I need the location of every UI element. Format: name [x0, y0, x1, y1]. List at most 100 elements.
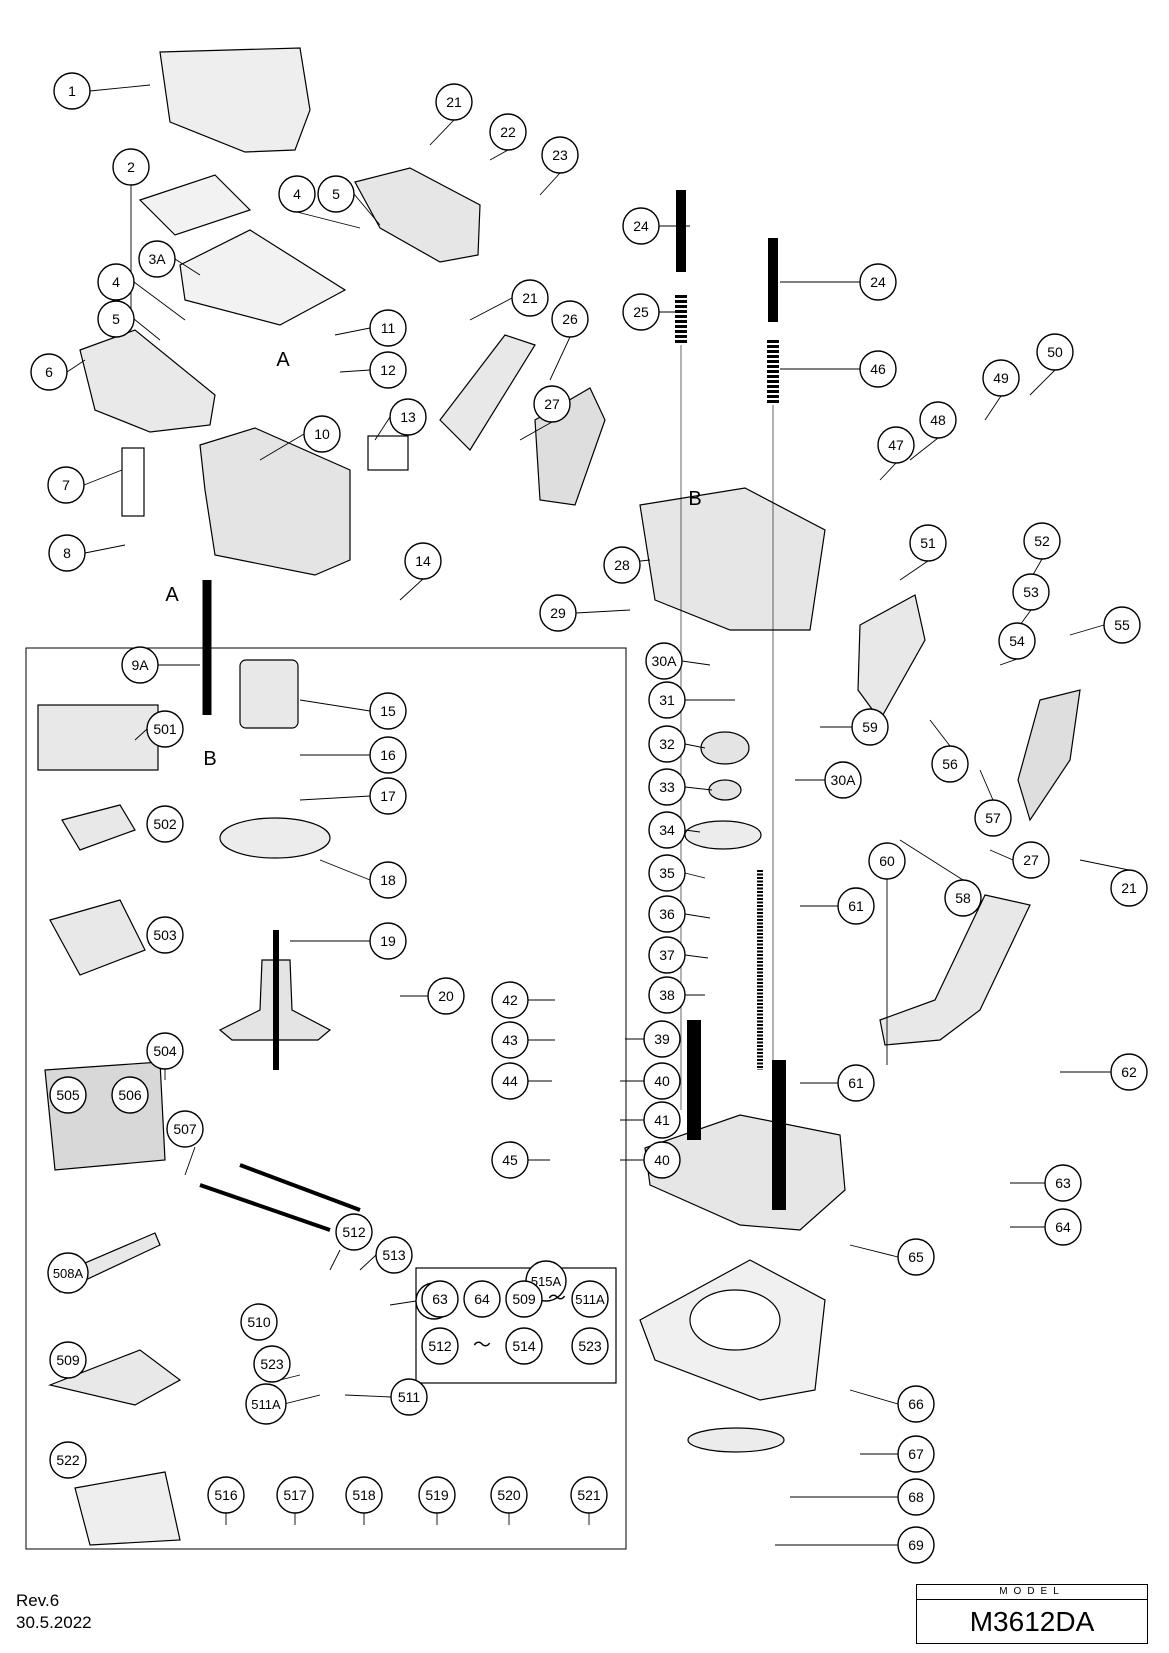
kit-part-number: 511A	[575, 1292, 605, 1307]
part-callout-40: 40	[643, 1062, 681, 1100]
part-callout-32: 32	[648, 725, 686, 763]
part-number: 2	[127, 159, 135, 175]
callout-circle	[603, 546, 641, 584]
callout-circle	[97, 300, 135, 338]
part-callout-67: 67	[897, 1435, 935, 1473]
kit-item-509: 509	[505, 1280, 543, 1318]
handle-right	[857, 594, 926, 722]
part-number: 16	[380, 747, 396, 763]
part-callout-57: 57	[974, 799, 1012, 837]
kit-circle	[571, 1327, 609, 1365]
callout-circle	[345, 1476, 383, 1514]
part-callout-27: 27	[533, 385, 571, 423]
part-number: 36	[659, 906, 675, 922]
part-callout-34: 34	[648, 811, 686, 849]
leader-line	[489, 149, 509, 161]
leader-lines	[66, 84, 1130, 1546]
part-callout-14: 14	[404, 542, 442, 580]
callout-circle	[491, 981, 529, 1019]
part-number: 52	[1034, 533, 1050, 549]
guide-bar	[199, 1163, 361, 1232]
leader-line	[539, 172, 561, 196]
leader-line	[469, 297, 513, 321]
part-callout-22: 22	[489, 113, 527, 151]
leader-line	[319, 859, 371, 881]
callout-circle	[622, 207, 660, 245]
terminal-block	[138, 174, 252, 236]
battery-adapter	[61, 804, 136, 851]
part-callout-520: 520	[490, 1476, 528, 1514]
part-callout-511A: 511A	[245, 1383, 287, 1425]
part-number: 5	[332, 186, 340, 202]
part-number: 6	[45, 364, 53, 380]
router-base	[644, 1114, 846, 1231]
part-number: 54	[1009, 633, 1025, 649]
part-number: 40	[654, 1152, 670, 1168]
label-plate-13	[367, 435, 409, 471]
part-number: 68	[908, 1489, 924, 1505]
callout-circle	[47, 1252, 89, 1294]
part-number: 45	[502, 1152, 518, 1168]
callout-circle	[643, 1062, 681, 1100]
part-callout-60: 60	[868, 842, 906, 880]
part-number: 43	[502, 1032, 518, 1048]
callout-circle	[390, 1378, 428, 1416]
callout-circle	[648, 725, 686, 763]
part-callout-65: 65	[897, 1238, 935, 1276]
callout-circle	[1012, 573, 1050, 611]
callout-circle	[121, 646, 159, 684]
part-number: 5	[112, 311, 120, 327]
leader-line	[684, 829, 701, 833]
callout-circle	[837, 887, 875, 925]
part-number: 60	[879, 853, 895, 869]
part-callout-26: 26	[551, 300, 589, 338]
callout-circle	[404, 542, 442, 580]
part-callout-8: 8	[48, 534, 86, 572]
part-callout-510: 510	[240, 1303, 278, 1341]
revision-date: 30.5.2022	[16, 1613, 92, 1632]
motor-housing	[199, 427, 351, 576]
cover-top	[354, 167, 481, 263]
part-callout-13: 13	[389, 398, 427, 436]
leader-line	[684, 913, 711, 919]
kit-circle	[505, 1280, 543, 1318]
part-callout-25: 25	[622, 293, 660, 331]
callout-circle	[931, 745, 969, 783]
base-plate-hole	[689, 1289, 781, 1351]
part-number: 18	[380, 872, 396, 888]
part-number: 3A	[148, 251, 166, 267]
leader-line	[999, 658, 1018, 666]
callout-circle	[166, 1110, 204, 1148]
part-number: 15	[380, 703, 396, 719]
part-callout-45: 45	[491, 1141, 529, 1179]
part-number: 24	[870, 274, 886, 290]
guide-plate	[687, 1427, 785, 1453]
callout-circle	[47, 466, 85, 504]
bag	[74, 1471, 181, 1546]
leader-line	[353, 193, 381, 226]
callout-circle	[491, 1062, 529, 1100]
part-number: 57	[985, 810, 1001, 826]
part-number: 518	[352, 1487, 376, 1503]
part-number: 55	[1114, 617, 1130, 633]
callout-circle	[1012, 841, 1050, 879]
part-number: 17	[380, 788, 396, 804]
range-symbol: ～	[473, 1335, 491, 1356]
model-header: MODEL	[917, 1585, 1147, 1600]
part-number: 20	[438, 988, 454, 1004]
leader-line	[909, 437, 939, 461]
part-number: 24	[633, 218, 649, 234]
leader-line	[979, 769, 994, 801]
part-callout-46: 46	[859, 350, 897, 388]
part-callout-512: 512	[335, 1213, 373, 1251]
part-callout-40: 40	[643, 1141, 681, 1179]
battery-shape	[159, 47, 311, 153]
component-drawings	[25, 47, 1081, 1550]
part-number: 520	[497, 1487, 521, 1503]
part-number: 42	[502, 992, 518, 1008]
part-number: 8	[63, 545, 71, 561]
part-number: 504	[153, 1043, 177, 1059]
callout-circle	[303, 415, 341, 453]
part-callout-508A: 508A	[47, 1252, 89, 1294]
